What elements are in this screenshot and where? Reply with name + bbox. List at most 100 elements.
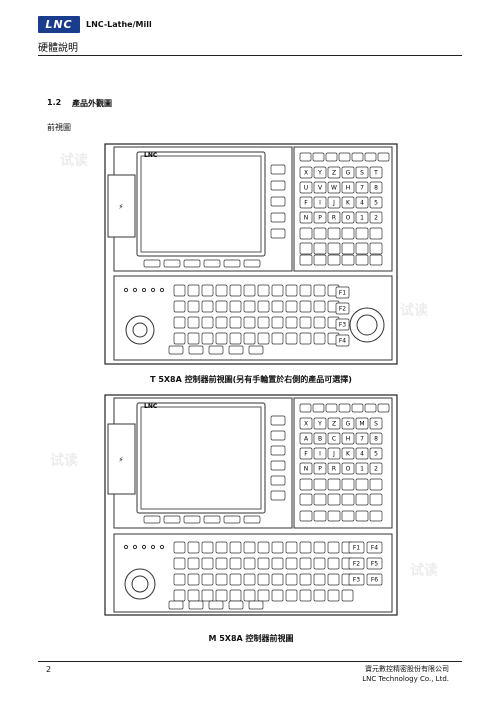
key-b[interactable] (313, 432, 327, 445)
soft-key-bottom[interactable] (183, 515, 201, 524)
edit-key[interactable] (299, 227, 313, 240)
panel-button[interactable] (313, 284, 326, 297)
mode-button[interactable] (168, 600, 184, 610)
panel-button[interactable] (257, 332, 270, 345)
panel-button[interactable] (327, 589, 340, 602)
edit-key[interactable] (369, 227, 383, 240)
panel-button[interactable] (299, 332, 312, 345)
mode-button[interactable] (228, 600, 244, 610)
key-5[interactable] (369, 196, 383, 209)
panel-button[interactable] (271, 573, 284, 586)
panel-button[interactable] (299, 284, 312, 297)
cursor-key[interactable] (355, 254, 369, 266)
panel-button[interactable] (299, 300, 312, 313)
panel-button[interactable] (341, 589, 354, 602)
key-h[interactable] (341, 432, 355, 445)
panel-button[interactable] (285, 300, 298, 313)
key-w[interactable] (327, 181, 341, 194)
panel-button[interactable] (173, 557, 186, 570)
soft-key-side[interactable] (270, 196, 286, 207)
edit-key[interactable] (327, 493, 341, 506)
function-key[interactable] (338, 403, 351, 413)
edit-key[interactable] (355, 227, 369, 240)
panel-button[interactable] (243, 573, 256, 586)
panel-button[interactable] (173, 541, 186, 554)
cursor-key[interactable] (341, 254, 355, 266)
panel-button[interactable] (201, 316, 214, 329)
key-5[interactable] (369, 447, 383, 460)
panel-button[interactable] (271, 316, 284, 329)
panel-button[interactable] (313, 541, 326, 554)
key-m[interactable] (355, 417, 369, 430)
function-key[interactable] (338, 152, 351, 162)
soft-key-side[interactable] (270, 430, 286, 441)
key-r[interactable] (327, 462, 341, 475)
panel-button[interactable] (229, 557, 242, 570)
panel-button[interactable] (243, 332, 256, 345)
panel-button[interactable] (173, 332, 186, 345)
panel-button[interactable] (215, 332, 228, 345)
panel-button[interactable] (271, 541, 284, 554)
edit-key[interactable] (355, 242, 369, 255)
function-key[interactable] (312, 152, 325, 162)
panel-button[interactable] (201, 332, 214, 345)
panel-button[interactable] (285, 557, 298, 570)
cursor-key[interactable] (327, 510, 341, 522)
key-x[interactable] (299, 166, 313, 179)
panel-button[interactable] (187, 284, 200, 297)
soft-key-bottom[interactable] (243, 259, 261, 268)
panel-button[interactable] (201, 573, 214, 586)
panel-button[interactable] (215, 589, 228, 602)
panel-button[interactable] (201, 589, 214, 602)
cursor-key[interactable] (299, 510, 313, 522)
panel-button[interactable] (271, 300, 284, 313)
key-u[interactable] (299, 181, 313, 194)
mode-button[interactable] (188, 345, 204, 355)
key-r[interactable] (327, 211, 341, 224)
panel-button[interactable] (229, 300, 242, 313)
key-1[interactable] (355, 211, 369, 224)
panel-button[interactable] (257, 573, 270, 586)
panel-button[interactable] (243, 589, 256, 602)
panel-button[interactable] (299, 573, 312, 586)
panel-button[interactable] (327, 573, 340, 586)
edit-key[interactable] (299, 242, 313, 255)
key-n[interactable] (299, 462, 313, 475)
key-z[interactable] (327, 166, 341, 179)
key-o[interactable] (341, 462, 355, 475)
key-k[interactable] (341, 447, 355, 460)
panel-button[interactable] (215, 541, 228, 554)
function-key[interactable] (351, 403, 364, 413)
panel-button[interactable] (313, 316, 326, 329)
mode-button[interactable] (248, 600, 264, 610)
fkey-f2[interactable] (335, 302, 350, 315)
function-key[interactable] (312, 403, 325, 413)
panel-button[interactable] (313, 332, 326, 345)
panel-button[interactable] (187, 557, 200, 570)
panel-button[interactable] (313, 300, 326, 313)
cursor-key[interactable] (355, 510, 369, 522)
key-g[interactable] (341, 417, 355, 430)
soft-key-bottom[interactable] (203, 259, 221, 268)
fkey-f4[interactable] (366, 541, 383, 554)
key-2[interactable] (369, 211, 383, 224)
key-i[interactable] (313, 196, 327, 209)
panel-button[interactable] (285, 541, 298, 554)
panel-button[interactable] (313, 557, 326, 570)
edit-key[interactable] (341, 493, 355, 506)
key-7[interactable] (355, 432, 369, 445)
mode-button[interactable] (208, 345, 224, 355)
panel-button[interactable] (271, 557, 284, 570)
panel-button[interactable] (285, 316, 298, 329)
soft-key-bottom[interactable] (163, 515, 181, 524)
key-f[interactable] (299, 447, 313, 460)
panel-button[interactable] (173, 573, 186, 586)
panel-button[interactable] (285, 573, 298, 586)
key-j[interactable] (327, 196, 341, 209)
key-8[interactable] (369, 181, 383, 194)
key-p[interactable] (313, 462, 327, 475)
key-a[interactable] (299, 432, 313, 445)
edit-key[interactable] (369, 478, 383, 491)
soft-key-side[interactable] (270, 212, 286, 223)
edit-key[interactable] (341, 227, 355, 240)
